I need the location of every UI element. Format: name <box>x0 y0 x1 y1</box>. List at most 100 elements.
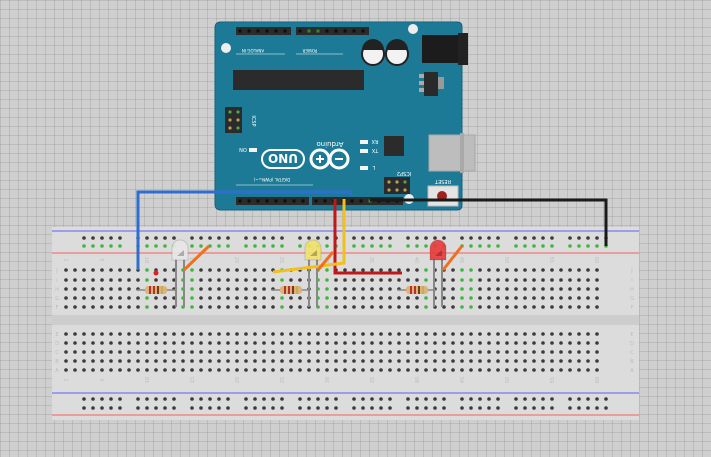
rail-hole[interactable] <box>415 236 419 240</box>
breadboard-hole[interactable] <box>199 305 203 309</box>
breadboard-hole[interactable] <box>559 296 563 300</box>
breadboard-hole[interactable] <box>505 278 509 282</box>
orange-wire[interactable] <box>316 251 335 271</box>
breadboard-hole[interactable] <box>100 296 104 300</box>
breadboard-hole[interactable] <box>334 332 338 336</box>
rail-hole[interactable] <box>154 244 158 248</box>
rail-hole[interactable] <box>514 406 518 410</box>
breadboard-hole[interactable] <box>541 368 545 372</box>
breadboard-hole[interactable] <box>127 305 131 309</box>
breadboard-hole[interactable] <box>514 305 518 309</box>
breadboard-hole[interactable] <box>595 368 599 372</box>
breadboard-hole[interactable] <box>523 268 527 272</box>
rail-hole[interactable] <box>307 236 311 240</box>
breadboard-hole[interactable] <box>172 359 176 363</box>
rail-hole[interactable] <box>163 244 167 248</box>
breadboard-hole[interactable] <box>253 368 257 372</box>
breadboard-hole[interactable] <box>532 359 536 363</box>
rail-hole[interactable] <box>424 397 428 401</box>
breadboard-hole[interactable] <box>577 278 581 282</box>
breadboard-hole[interactable] <box>217 332 221 336</box>
breadboard-hole[interactable] <box>460 268 464 272</box>
breadboard-hole[interactable] <box>190 368 194 372</box>
breadboard-hole[interactable] <box>388 332 392 336</box>
breadboard-hole[interactable] <box>91 296 95 300</box>
breadboard-hole[interactable] <box>352 268 356 272</box>
breadboard-hole[interactable] <box>91 359 95 363</box>
breadboard-hole[interactable] <box>73 341 77 345</box>
breadboard-hole[interactable] <box>64 278 68 282</box>
breadboard-hole[interactable] <box>541 305 545 309</box>
rail-hole[interactable] <box>244 406 248 410</box>
breadboard-hole[interactable] <box>568 305 572 309</box>
rail-hole[interactable] <box>271 406 275 410</box>
rail-hole[interactable] <box>145 244 149 248</box>
header-pin[interactable] <box>316 29 320 33</box>
breadboard-hole[interactable] <box>550 341 554 345</box>
breadboard-hole[interactable] <box>460 341 464 345</box>
breadboard-hole[interactable] <box>559 278 563 282</box>
breadboard-hole[interactable] <box>289 332 293 336</box>
breadboard-hole[interactable] <box>460 296 464 300</box>
breadboard-hole[interactable] <box>559 368 563 372</box>
breadboard-hole[interactable] <box>325 332 329 336</box>
breadboard-hole[interactable] <box>109 268 113 272</box>
breadboard-hole[interactable] <box>64 305 68 309</box>
breadboard-hole[interactable] <box>379 305 383 309</box>
header-pin[interactable] <box>334 29 338 33</box>
header-pin[interactable] <box>256 199 260 203</box>
breadboard-hole[interactable] <box>217 368 221 372</box>
breadboard-hole[interactable] <box>388 341 392 345</box>
breadboard-hole[interactable] <box>388 359 392 363</box>
breadboard-hole[interactable] <box>469 268 473 272</box>
breadboard-hole[interactable] <box>100 278 104 282</box>
breadboard-hole[interactable] <box>235 350 239 354</box>
breadboard-hole[interactable] <box>208 341 212 345</box>
rail-hole[interactable] <box>541 236 545 240</box>
breadboard-hole[interactable] <box>478 350 482 354</box>
breadboard-hole[interactable] <box>514 287 518 291</box>
breadboard-hole[interactable] <box>262 268 266 272</box>
rail-hole[interactable] <box>523 406 527 410</box>
breadboard-hole[interactable] <box>514 268 518 272</box>
breadboard-hole[interactable] <box>325 359 329 363</box>
breadboard-hole[interactable] <box>325 368 329 372</box>
breadboard-hole[interactable] <box>199 341 203 345</box>
breadboard-hole[interactable] <box>586 268 590 272</box>
breadboard-hole[interactable] <box>514 341 518 345</box>
breadboard-hole[interactable] <box>154 368 158 372</box>
header-pin[interactable] <box>247 199 251 203</box>
breadboard-hole[interactable] <box>550 268 554 272</box>
breadboard-hole[interactable] <box>190 268 194 272</box>
breadboard-hole[interactable] <box>442 296 446 300</box>
breadboard-hole[interactable] <box>262 341 266 345</box>
breadboard-hole[interactable] <box>361 341 365 345</box>
breadboard-hole[interactable] <box>73 350 77 354</box>
breadboard-hole[interactable] <box>82 305 86 309</box>
rail-hole[interactable] <box>154 236 158 240</box>
breadboard-hole[interactable] <box>406 359 410 363</box>
breadboard-hole[interactable] <box>352 287 356 291</box>
rail-hole[interactable] <box>91 406 95 410</box>
breadboard-hole[interactable] <box>289 368 293 372</box>
header-pin[interactable] <box>265 29 269 33</box>
breadboard-hole[interactable] <box>442 287 446 291</box>
breadboard-hole[interactable] <box>415 359 419 363</box>
breadboard-hole[interactable] <box>280 350 284 354</box>
breadboard-hole[interactable] <box>73 368 77 372</box>
breadboard-hole[interactable] <box>307 350 311 354</box>
breadboard-hole[interactable] <box>343 296 347 300</box>
breadboard-hole[interactable] <box>307 359 311 363</box>
rail-hole[interactable] <box>406 244 410 248</box>
breadboard-hole[interactable] <box>505 332 509 336</box>
breadboard-hole[interactable] <box>253 287 257 291</box>
breadboard-hole[interactable] <box>559 305 563 309</box>
breadboard-hole[interactable] <box>181 341 185 345</box>
breadboard-hole[interactable] <box>64 296 68 300</box>
breadboard-hole[interactable] <box>172 341 176 345</box>
breadboard-hole[interactable] <box>514 359 518 363</box>
breadboard-hole[interactable] <box>424 332 428 336</box>
resistor-3[interactable] <box>398 286 436 294</box>
breadboard-hole[interactable] <box>289 359 293 363</box>
breadboard-hole[interactable] <box>577 332 581 336</box>
